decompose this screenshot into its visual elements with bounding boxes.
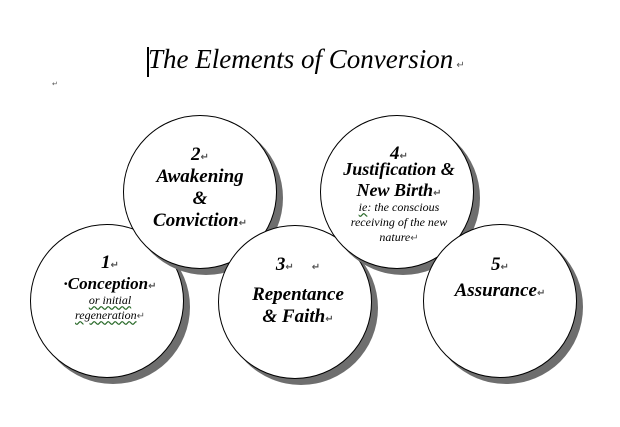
element-1-text: 1↵ ·Conception↵ or initial regeneration↵ xyxy=(40,252,180,324)
paragraph-mark-icon: ↵ xyxy=(285,262,294,273)
paragraph-mark-icon: ↵ xyxy=(410,233,419,245)
element-name-line: & xyxy=(192,187,208,209)
element-name: Assurance xyxy=(454,279,537,301)
element-number: 5 xyxy=(491,254,501,275)
paragraph-mark-icon: ↵ xyxy=(325,313,334,325)
paragraph-mark-icon: ↵ xyxy=(311,262,321,273)
paragraph-mark-icon: ↵ xyxy=(148,280,157,292)
paragraph-mark-icon: ↵ xyxy=(399,151,408,162)
element-number: 1 xyxy=(101,252,111,273)
element-3-text: 3↵↵ Repentance & Faith↵ xyxy=(226,254,370,328)
element-note: or initial regeneration xyxy=(75,293,137,323)
paragraph-mark-icon: ↵ xyxy=(110,260,119,271)
paragraph-mark-icon: ↵ xyxy=(536,287,546,299)
element-number: 2 xyxy=(191,144,201,165)
element-number: 3 xyxy=(275,254,286,275)
element-name-line: Justification & xyxy=(343,158,455,179)
text-cursor xyxy=(147,47,149,77)
paragraph-mark-icon: ↵ xyxy=(453,60,465,71)
element-2-text: 2↵ Awakening & Conviction↵ xyxy=(130,144,270,231)
element-note: : the conscious receiving of the new nat… xyxy=(350,200,448,245)
element-4-text: 4↵ Justification & New Birth↵ ie: the co… xyxy=(324,143,474,246)
element-name-line: New Birth xyxy=(356,179,434,200)
paragraph-mark-icon: ↵ xyxy=(500,262,509,273)
element-name-line: Awakening xyxy=(156,165,244,187)
element-name-line: Conviction xyxy=(153,209,239,231)
paragraph-mark-icon: ↵ xyxy=(238,217,247,229)
element-name: ·Conception xyxy=(63,273,149,293)
paragraph-mark-icon: ↵ xyxy=(200,152,209,163)
page-title: The Elements of Conversion ↵ xyxy=(148,44,465,74)
element-number: 4 xyxy=(390,143,400,164)
element-note-prefix: ie xyxy=(358,200,368,215)
element-name-line: & Faith xyxy=(262,305,326,327)
paragraph-mark-icon: ↵ xyxy=(136,311,145,323)
element-name-line: Repentance xyxy=(252,283,344,305)
paragraph-mark-icon: ↵ xyxy=(52,80,58,88)
element-5-text: 5↵ Assurance↵ xyxy=(430,254,570,302)
element-circle-assurance xyxy=(423,224,577,378)
paragraph-mark-icon: ↵ xyxy=(433,187,442,199)
